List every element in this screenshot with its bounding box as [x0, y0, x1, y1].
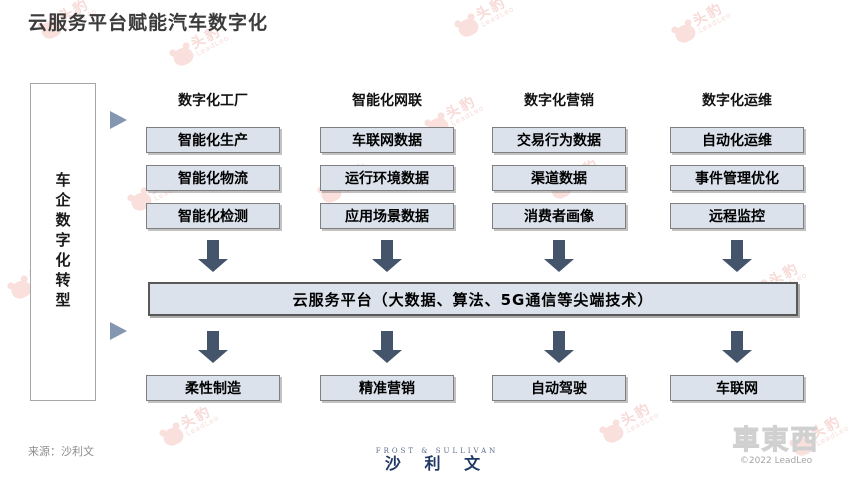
down-arrow-icon [372, 240, 402, 272]
column-header: 数字化工厂 [178, 93, 248, 109]
outcome-box: 车联网 [670, 375, 804, 401]
down-arrow-icon [544, 331, 574, 363]
capability-box: 运行环境数据 [320, 165, 454, 191]
outcome-box: 柔性制造 [146, 375, 280, 401]
column-digital-operations: 数字化运维 自动化运维 事件管理优化 远程监控 车联网 [670, 0, 804, 478]
transformation-label: 车企数字化转型 [53, 172, 72, 312]
capability-box: 交易行为数据 [492, 127, 626, 153]
transformation-bracket-box: 车企数字化转型 [30, 83, 96, 401]
capability-box: 远程监控 [670, 203, 804, 229]
capability-box: 渠道数据 [492, 165, 626, 191]
capability-box: 自动化运维 [670, 127, 804, 153]
capability-box: 智能化物流 [146, 165, 280, 191]
chedongxi-logo: 車東西 ©2022 LeadLeo [710, 425, 842, 467]
page-title: 云服务平台赋能汽车数字化 [28, 12, 269, 34]
frost-sullivan-cn: 沙 利 文 [384, 454, 490, 473]
capability-box: 智能化检测 [146, 203, 280, 229]
copyright-text: ©2022 LeadLeo [739, 456, 813, 466]
right-triangle-icon [110, 322, 127, 340]
down-arrow-icon [722, 240, 752, 272]
down-arrow-icon [372, 331, 402, 363]
frost-sullivan-wordmark: FROST & SULLIVAN [375, 447, 499, 455]
capability-box: 车联网数据 [320, 127, 454, 153]
capability-box: 应用场景数据 [320, 203, 454, 229]
capability-box: 智能化生产 [146, 127, 280, 153]
source-note: 来源：沙利文 [28, 445, 94, 458]
down-arrow-icon [544, 240, 574, 272]
column-header: 智能化网联 [352, 93, 422, 109]
down-arrow-icon [198, 240, 228, 272]
chedongxi-wordmark: 車東西 [732, 425, 820, 456]
right-triangle-icon [110, 111, 127, 129]
capability-box: 事件管理优化 [670, 165, 804, 191]
capability-box: 消费者画像 [492, 203, 626, 229]
column-digital-factory: 数字化工厂 智能化生产 智能化物流 智能化检测 柔性制造 [146, 0, 280, 478]
down-arrow-icon [722, 331, 752, 363]
column-header: 数字化运维 [702, 93, 772, 109]
outcome-box: 自动驾驶 [492, 375, 626, 401]
column-header: 数字化营销 [524, 93, 594, 109]
cloud-platform-bar: 云服务平台（大数据、算法、5G通信等尖端技术） [148, 282, 798, 316]
column-intelligent-connectivity: 智能化网联 车联网数据 运行环境数据 应用场景数据 精准营销 [320, 0, 454, 478]
frost-sullivan-logo: FROST & SULLIVAN 沙 利 文 [347, 447, 527, 473]
leopard-icon [455, 15, 482, 40]
down-arrow-icon [198, 331, 228, 363]
outcome-box: 精准营销 [320, 375, 454, 401]
column-digital-marketing: 数字化营销 交易行为数据 渠道数据 消费者画像 自动驾驶 [492, 0, 626, 478]
